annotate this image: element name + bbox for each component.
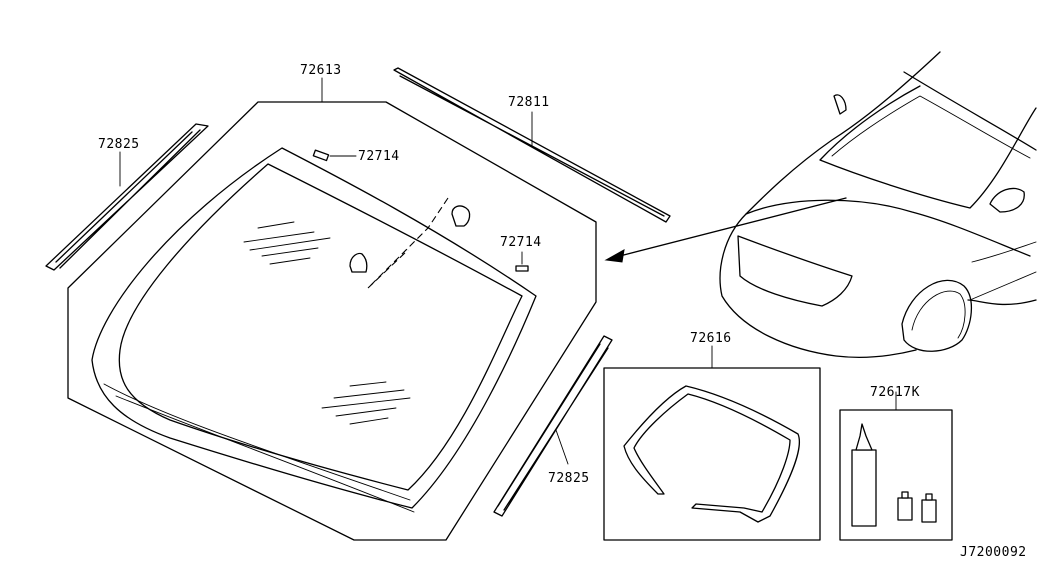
side-molding-right-group (493, 335, 613, 517)
label-72617k: 72617K (870, 385, 920, 400)
glass-reflection-upper (243, 221, 331, 265)
primer-bottle-2-cap (925, 493, 933, 501)
car-antenna (833, 94, 847, 115)
primer-bottle-2 (921, 499, 937, 523)
windshield-group (67, 77, 597, 541)
car-body-outline (719, 51, 1037, 358)
glass-reflection-lower (321, 381, 411, 425)
windshield-glass-inner (118, 163, 523, 491)
adhesive-tube-nozzle (855, 423, 873, 451)
label-72825-left: 72825 (98, 137, 140, 152)
roof-molding-group (393, 67, 671, 223)
dam-rubber-group (603, 345, 821, 541)
clip-upper-part (312, 149, 330, 162)
label-72825-right: 72825 (548, 471, 590, 486)
mirror-mount-dashed-leader (367, 197, 449, 289)
dam-rubber-part (623, 385, 800, 523)
mirror-bracket-part (451, 205, 471, 227)
car-hood-line (745, 199, 1031, 257)
windshield-glass-outer (91, 147, 537, 509)
label-72714-upper: 72714 (358, 149, 400, 164)
adhesive-tube-part (851, 449, 877, 527)
label-72616: 72616 (690, 331, 732, 346)
car-headlamp (737, 235, 853, 307)
primer-bottle-1 (897, 497, 913, 521)
side-molding-right-part (493, 335, 613, 517)
label-72811: 72811 (508, 95, 550, 110)
label-leader-72825-right (555, 429, 569, 465)
location-arrow-line (611, 197, 847, 259)
windshield-lower-bead (103, 383, 415, 513)
side-molding-left-part (45, 123, 209, 271)
diagram-code: J7200092 (960, 545, 1027, 560)
adhesive-kit-group (839, 391, 953, 541)
primer-bottle-1-cap (901, 491, 909, 499)
location-arrow-head (604, 249, 625, 263)
car-windshield-glass-highlight (831, 95, 1031, 159)
car-front-wheel-inner (911, 290, 966, 339)
label-72613: 72613 (300, 63, 342, 78)
car-fender-line (969, 241, 1037, 301)
vehicle-location-view (604, 51, 1037, 358)
car-windshield-frame (819, 71, 1037, 209)
side-molding-left-group (45, 123, 209, 271)
clip-lower-part (515, 265, 529, 272)
car-mirror (989, 187, 1025, 213)
label-72714-lower: 72714 (500, 235, 542, 250)
car-front-wheel (901, 279, 972, 352)
mirror-mount-on-glass (349, 252, 368, 273)
windshield-frame-outline (67, 101, 597, 541)
